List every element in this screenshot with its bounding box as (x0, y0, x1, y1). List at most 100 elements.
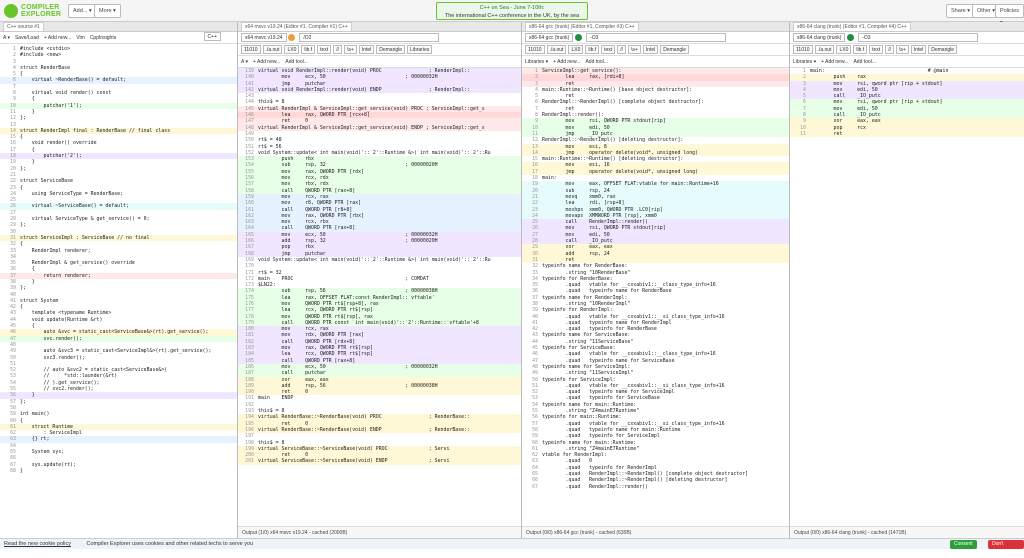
code-line[interactable]: 56 } (0, 392, 237, 399)
code-line[interactable]: 53 // *std::launder(&rt) (0, 373, 237, 379)
code-line[interactable]: 192 (238, 402, 521, 408)
code-line[interactable]: 51 (0, 361, 237, 367)
code-line[interactable]: 44 .string "11ServiceBase" (522, 339, 789, 345)
toolbar-item[interactable]: Intel (910, 45, 927, 54)
toolbar-item[interactable]: + Add new... (553, 59, 581, 65)
toolbar-item[interactable]: // (617, 45, 626, 54)
code-line[interactable]: 181 mov rdx, QWORD PTR [rax] (238, 332, 521, 339)
code-line[interactable]: 42{ (0, 304, 237, 310)
code-line[interactable]: 25 call RenderImpl::render() (522, 219, 789, 226)
code-line[interactable]: 32{ (0, 241, 237, 247)
code-line[interactable]: 45 { (0, 323, 237, 329)
code-line[interactable]: 178 mov QWORD PTR rt$[rsp], rax (238, 313, 521, 320)
code-line[interactable]: 3 ret (522, 80, 789, 87)
code-line[interactable]: 6 virtual ~RenderBase() = default; (0, 77, 237, 84)
code-line[interactable]: 33 RenderImpl renderer; (0, 248, 237, 254)
code-line[interactable]: 55 // svc2.render(); (0, 386, 237, 392)
policies-button[interactable]: Policies ▾ (995, 4, 1024, 26)
code-line[interactable]: 26 virtual ~ServiceBase() = default; (0, 203, 237, 210)
code-line[interactable]: 4 mov edi, 50 (790, 86, 1024, 94)
code-line[interactable]: 20 sub rsp, 24 (522, 187, 789, 194)
toolbar-item[interactable]: lib.f (301, 45, 316, 54)
code-line[interactable]: 40 .quad vtable for __cxxabiv1::__si_cla… (522, 314, 789, 320)
code-line[interactable]: 46 auto &svc = static_cast<ServiceBase&>… (0, 329, 237, 336)
code-line[interactable]: 25 (0, 197, 237, 203)
code-line[interactable]: 9 xor eax, eax (790, 118, 1024, 125)
toolbar-item[interactable]: ./a.out (814, 45, 835, 54)
code-line[interactable]: 65 System sys; (0, 449, 237, 455)
code-line[interactable]: 165 mov ecx, 50 ; 00000032H (238, 231, 521, 239)
code-line[interactable]: 176 mov QWORD PTR rt$[rsp+8], rax (238, 300, 521, 308)
code-line[interactable]: 68} (0, 468, 237, 474)
code-line[interactable]: 47 svc.render(); (0, 335, 237, 342)
code-line[interactable]: 13 (0, 122, 237, 128)
msvc-compiler-select[interactable]: x64 msvc v19.24 (241, 33, 287, 42)
language-select[interactable]: C++ (203, 32, 221, 41)
toolbar-item[interactable]: Add tool... (285, 59, 308, 65)
code-line[interactable]: 186 mov ecx, 50 ; 00000032H (238, 363, 521, 371)
code-line[interactable]: 66 .quad RenderImpl::~RenderImpl() [dele… (522, 477, 789, 483)
code-line[interactable]: 2 push rax (790, 74, 1024, 81)
code-line[interactable]: 9 mov rsi, QWORD PTR stdout[rip] (522, 118, 789, 125)
code-line[interactable]: 1#include <cstdio> (0, 46, 237, 52)
toolbar-item[interactable]: lib.f (585, 45, 600, 54)
toolbar-item[interactable]: 11010 (525, 45, 545, 54)
code-line[interactable]: 39}; (0, 285, 237, 291)
toolbar-item[interactable]: LX0 (568, 45, 584, 54)
code-line[interactable]: 17 { (0, 147, 237, 153)
code-line[interactable]: 195 ret 0 (238, 420, 521, 427)
toolbar-item[interactable]: A ▾ (3, 35, 10, 41)
code-line[interactable]: 30 add rsp, 24 (522, 250, 789, 257)
code-line[interactable]: 185 call QWORD PTR [rax+8] (238, 357, 521, 364)
clang-footer[interactable]: Output (0/0) x86-64 clang (trunk) - cach… (790, 526, 1024, 538)
code-line[interactable]: 38 .string "10RenderImpl" (522, 301, 789, 307)
source-tab[interactable]: C++ source #1 (0, 22, 237, 32)
code-line[interactable]: 168 jmp putchar (238, 250, 521, 257)
code-line[interactable]: 175 lea rax, OFFSET FLAT:const RenderImp… (238, 294, 521, 301)
code-line[interactable]: 8 virtual void render() const (0, 90, 237, 96)
code-line[interactable]: 11 jmp _IO_putc (522, 130, 789, 138)
code-line[interactable]: 29}; (0, 222, 237, 228)
toolbar-item[interactable]: Add tool... (853, 59, 876, 65)
code-line[interactable]: 26 mov rsi, QWORD PTR stdout[rip] (522, 225, 789, 232)
code-line[interactable]: 43 template <typename Runtime> (0, 310, 237, 316)
toolbar-item[interactable]: Demangle (928, 45, 958, 54)
code-line[interactable]: 163 mov rcx, rbx (238, 219, 521, 226)
clang-compiler-select[interactable]: x86-64 clang (trunk) (793, 33, 846, 42)
code-line[interactable]: 34 (0, 254, 237, 260)
toolbar-item[interactable]: Intel (358, 45, 375, 54)
dont-consent-button[interactable]: Don't consent (988, 540, 1024, 556)
code-line[interactable]: 67 .quad RenderImpl::render() (522, 484, 789, 490)
code-line[interactable]: 51 .quad vtable for __cxxabiv1::__si_cla… (522, 383, 789, 389)
code-line[interactable]: 27 (0, 210, 237, 216)
toolbar-item[interactable]: LX0 (836, 45, 852, 54)
toolbar-item[interactable]: 11010 (793, 45, 813, 54)
code-line[interactable]: 21 movq xmm0, rax (522, 193, 789, 201)
code-line[interactable]: 23 movhps xmm0, QWORD PTR .LC0[rip] (522, 206, 789, 213)
code-line[interactable]: 23{ (0, 185, 237, 191)
code-line[interactable]: 167 pop rbx (238, 244, 521, 251)
toolbar-item[interactable]: ./a.out (262, 45, 283, 54)
code-line[interactable]: 53 .quad typeinfo for ServiceBase (522, 395, 789, 401)
code-line[interactable]: 42 .quad typeinfo for RenderBase (522, 326, 789, 332)
code-line[interactable]: 143 (238, 93, 521, 99)
